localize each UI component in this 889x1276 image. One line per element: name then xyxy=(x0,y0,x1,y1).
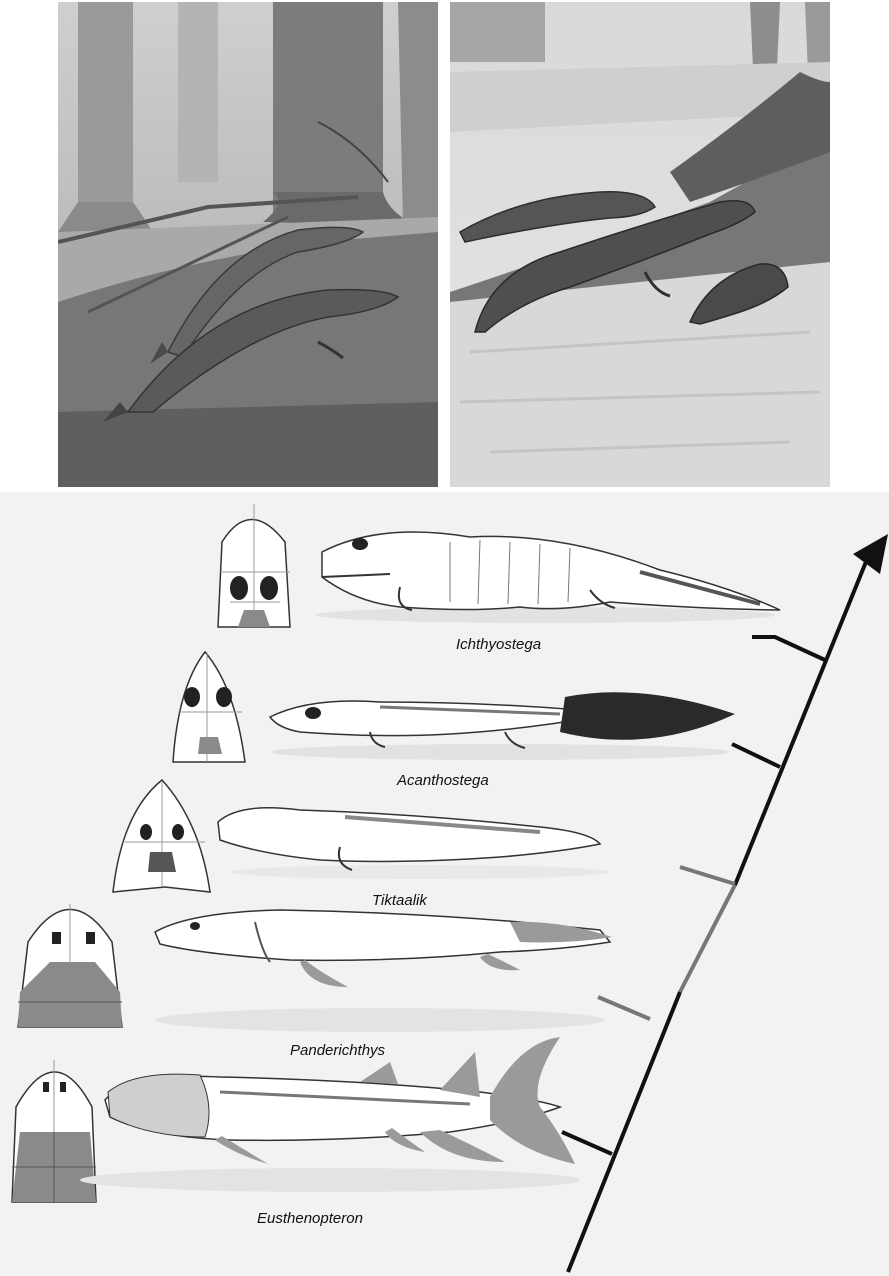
time-axis xyxy=(568,534,888,1272)
skeleton-acanthostega xyxy=(270,692,735,748)
branch-tick-eusthenopteron xyxy=(562,1132,612,1154)
taxon-label-panderichthys: Panderichthys xyxy=(290,1042,385,1059)
skull-ichthyostega xyxy=(218,504,290,627)
branch-tick-tiktaalik xyxy=(680,867,735,884)
taxon-label-tiktaalik: Tiktaalik xyxy=(372,892,427,909)
skull-acanthostega xyxy=(173,652,245,762)
axis-arrowhead xyxy=(853,534,888,574)
skull-panderichthys xyxy=(18,904,122,1027)
skeleton-ichthyostega xyxy=(322,532,780,610)
taxon-label-eusthenopteron: Eusthenopteron xyxy=(257,1210,363,1227)
illustration-fish-on-bank xyxy=(58,2,438,487)
branch-tick-panderichthys xyxy=(598,997,650,1019)
phylogeny-diagram: Ichthyostega Acanthostega Tiktaalik Pand… xyxy=(0,492,889,1276)
skeleton-tiktaalik xyxy=(218,808,600,870)
skeleton-panderichthys xyxy=(155,910,612,987)
taxon-label-ichthyostega: Ichthyostega xyxy=(456,636,541,653)
branch-tick-acanthostega xyxy=(732,744,780,767)
diagram-canvas xyxy=(0,492,889,1276)
taxon-label-acanthostega: Acanthostega xyxy=(397,772,489,789)
branch-tick-ichthyostega xyxy=(752,637,825,660)
illustration-tetrapods-on-bank xyxy=(450,2,830,487)
skull-tiktaalik xyxy=(113,780,210,892)
